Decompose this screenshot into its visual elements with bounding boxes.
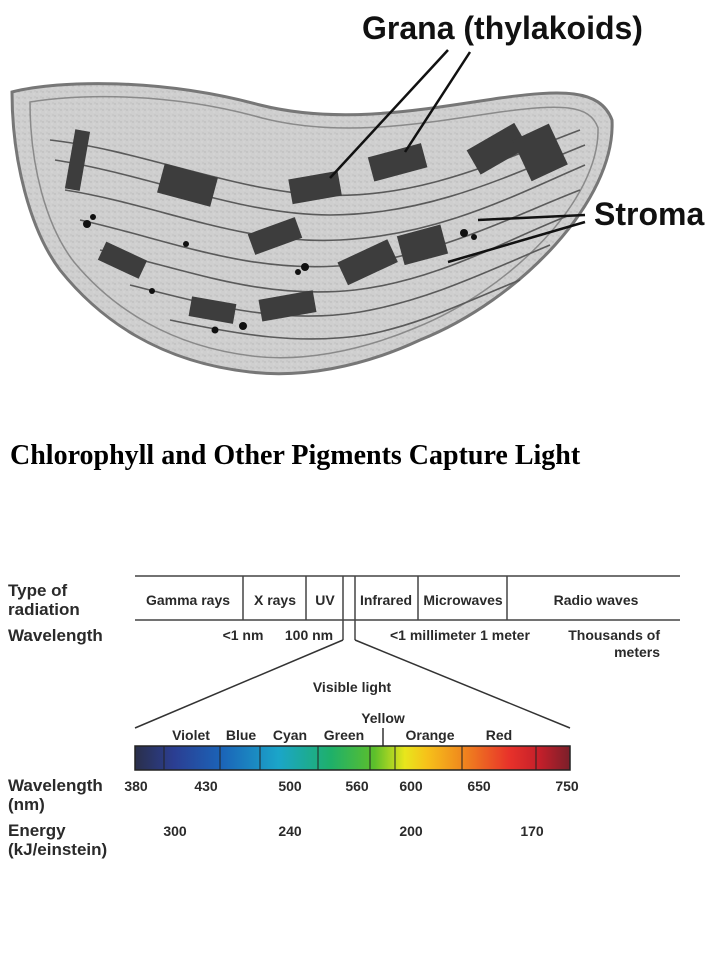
energy-label-unit: (kJ/einstein) <box>8 840 107 859</box>
radiation-gamma: Gamma rays <box>146 592 230 608</box>
visible-spectrum-bar <box>134 745 571 771</box>
radiation-infrared: Infrared <box>360 592 412 608</box>
energy-tick-300: 300 <box>163 823 187 839</box>
wavelength-nm-label-unit: (nm) <box>8 795 45 814</box>
visible-bar-dividers <box>163 746 537 770</box>
radiation-table <box>135 575 680 640</box>
visible-light-label: Visible light <box>313 679 392 695</box>
chloroplast-outer-membrane <box>10 82 614 376</box>
chloroplast-inner-membrane <box>29 95 599 359</box>
nm-tick-750: 750 <box>555 778 579 794</box>
chloroplast-micrograph <box>10 49 614 376</box>
type-of-radiation-label-2: radiation <box>8 600 80 619</box>
electromagnetic-spectrum-diagram: Type of radiation Wavelength Gamma rays … <box>8 575 680 859</box>
wavelength-nm-label: Wavelength <box>8 776 103 795</box>
page-heading: Chlorophyll and Other Pigments Capture L… <box>10 440 581 471</box>
color-violet: Violet <box>172 727 210 743</box>
color-yellow: Yellow <box>361 710 405 726</box>
energy-label: Energy <box>8 821 66 840</box>
nm-tick-650: 650 <box>467 778 491 794</box>
nm-tick-560: 560 <box>345 778 369 794</box>
color-orange: Orange <box>405 727 454 743</box>
stroma-label: Stroma <box>594 196 705 232</box>
wavelength-100nm: 100 nm <box>285 627 333 643</box>
nm-tick-600: 600 <box>399 778 423 794</box>
energy-tick-170: 170 <box>520 823 544 839</box>
label-pointer-lines <box>329 49 586 264</box>
energy-tick-240: 240 <box>278 823 302 839</box>
radiation-microwaves: Microwaves <box>423 592 503 608</box>
radiation-uv: UV <box>315 592 335 608</box>
radiation-xrays: X rays <box>254 592 296 608</box>
nm-tick-430: 430 <box>194 778 218 794</box>
color-green: Green <box>324 727 364 743</box>
grana-stacks <box>64 122 568 324</box>
color-blue: Blue <box>226 727 257 743</box>
energy-tick-200: 200 <box>399 823 423 839</box>
grana-label: Grana (thylakoids) <box>362 10 643 46</box>
wavelength-lt1nm: <1 nm <box>223 627 264 643</box>
wavelength-meters: meters <box>614 644 660 660</box>
visible-zoom-lines <box>134 639 571 729</box>
wavelength-lt1mm: <1 millimeter <box>390 627 477 643</box>
wavelength-row-label: Wavelength <box>8 626 103 645</box>
nm-tick-380: 380 <box>124 778 148 794</box>
nm-tick-500: 500 <box>278 778 302 794</box>
type-of-radiation-label: Type of <box>8 581 68 600</box>
color-red: Red <box>486 727 512 743</box>
color-cyan: Cyan <box>273 727 307 743</box>
plastoglobules <box>83 214 477 334</box>
wavelength-thousands: Thousands of <box>568 627 660 643</box>
wavelength-1m: 1 meter <box>480 627 530 643</box>
radiation-radio: Radio waves <box>554 592 639 608</box>
